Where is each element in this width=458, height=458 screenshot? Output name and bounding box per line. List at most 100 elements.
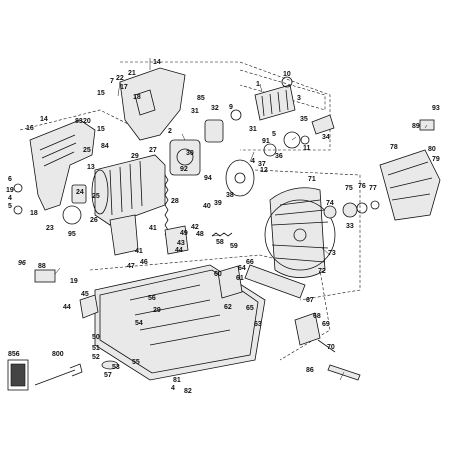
callout-12: 12: [260, 167, 268, 174]
gear-37: [263, 143, 277, 157]
callout-labels: 14 21 22 7 17 15 18 85 1 10 3 9 32 31 31…: [6, 59, 440, 395]
callout-84: 84: [101, 143, 109, 150]
base-rim: [99, 269, 259, 374]
callout-20: 20: [83, 118, 91, 125]
callout-27: 27: [149, 147, 157, 154]
callout-46: 46: [140, 259, 148, 266]
callout-4c: 4: [171, 385, 175, 392]
baffle-32: [204, 119, 224, 143]
abrasive-wheel: [264, 199, 336, 271]
callout-2: 2: [168, 128, 172, 135]
callout-48: 48: [196, 231, 204, 238]
callout-14: 14: [153, 59, 161, 66]
callout-77: 77: [369, 185, 377, 192]
callout-65: 65: [246, 305, 254, 312]
assembly-outline-guard: [254, 169, 361, 301]
callout-94: 94: [204, 175, 212, 182]
callout-69: 69: [322, 321, 330, 328]
wrench-800: [34, 363, 83, 386]
callout-26: 26: [90, 217, 98, 224]
fence-bracket-60: [217, 265, 243, 299]
callout-800: 800: [52, 351, 64, 358]
callout-10: 10: [283, 71, 291, 78]
callout-31a: 31: [191, 108, 199, 115]
guard-hatch: [271, 199, 329, 263]
armature-windings: [261, 89, 289, 117]
wheel-arbor: [293, 228, 307, 242]
callout-40: 40: [203, 203, 211, 210]
callout-57: 57: [104, 372, 112, 379]
callout-82: 82: [184, 388, 192, 395]
callout-53: 53: [112, 364, 120, 371]
callout-67: 67: [306, 297, 314, 304]
callout-64: 64: [238, 265, 246, 272]
callout-23: 23: [46, 225, 54, 232]
callout-60: 60: [214, 271, 222, 278]
foot-53: [101, 360, 119, 370]
callout-68: 68: [313, 313, 321, 320]
callout-29a: 29: [131, 153, 139, 160]
callout-83: 83: [75, 118, 83, 125]
callout-44a: 44: [175, 247, 183, 254]
callout-41b: 41: [135, 248, 143, 255]
bearing-10: [281, 76, 293, 88]
gear-case-hub: [234, 172, 246, 184]
armature: [254, 84, 296, 121]
callout-28: 28: [171, 198, 179, 205]
callout-78: 78: [390, 144, 398, 151]
callout-3: 3: [297, 95, 301, 102]
callout-11: 11: [303, 145, 311, 152]
callout-66: 66: [246, 259, 254, 266]
callout-51: 51: [92, 345, 100, 352]
callout-19b: 19: [70, 278, 78, 285]
callout-17: 17: [120, 84, 128, 91]
chain-28: [164, 174, 169, 236]
brush-cap-5: [13, 205, 23, 215]
callout-71: 71: [308, 176, 316, 183]
callout-18: 18: [133, 94, 141, 101]
nameplate-856: [10, 363, 26, 387]
callout-19a: 19: [6, 187, 14, 194]
callout-43: 43: [177, 240, 185, 247]
callout-1: 1: [256, 81, 260, 88]
callout-76: 76: [358, 183, 366, 190]
callout-5b: 5: [8, 203, 12, 210]
callout-30: 30: [186, 150, 194, 157]
callout-15b: 15: [97, 126, 105, 133]
callout-47: 47: [127, 263, 135, 270]
motor-support-arm: [109, 214, 139, 256]
brush-holder-19: [13, 183, 23, 193]
bearing-9: [230, 109, 242, 121]
spring-58: [211, 232, 233, 237]
callout-15: 15: [97, 90, 105, 97]
spindle-34: [311, 114, 335, 135]
handle-housing: [29, 119, 96, 211]
vise-jaw-68: [294, 312, 321, 346]
callout-7: 7: [110, 78, 114, 85]
callout-22: 22: [116, 75, 124, 82]
leader-lines: [54, 58, 428, 381]
callout-63: 63: [254, 321, 262, 328]
fan-23: [62, 205, 82, 225]
callout-72: 72: [318, 268, 326, 275]
washer-76: [356, 202, 368, 214]
callout-86: 86: [306, 367, 314, 374]
callout-61: 61: [236, 275, 244, 282]
callout-33: 33: [346, 223, 354, 230]
callout-70: 70: [327, 344, 335, 351]
gear-case: [225, 159, 255, 197]
handle-grip-lines: [39, 134, 77, 167]
assembly-outline-motor: [120, 61, 331, 151]
callout-25a: 25: [83, 147, 91, 154]
callout-32: 32: [211, 105, 219, 112]
callout-89: 89: [412, 123, 420, 130]
motor-housing-ribs: [109, 160, 143, 216]
motor-housing-end: [91, 169, 109, 215]
callout-36: 36: [275, 153, 283, 160]
callout-52: 52: [92, 354, 100, 361]
switch-trigger: [134, 89, 156, 116]
label-88: [34, 269, 56, 283]
callout-59: 59: [230, 243, 238, 250]
callout-38: 38: [226, 192, 234, 199]
callout-31b: 31: [249, 126, 257, 133]
